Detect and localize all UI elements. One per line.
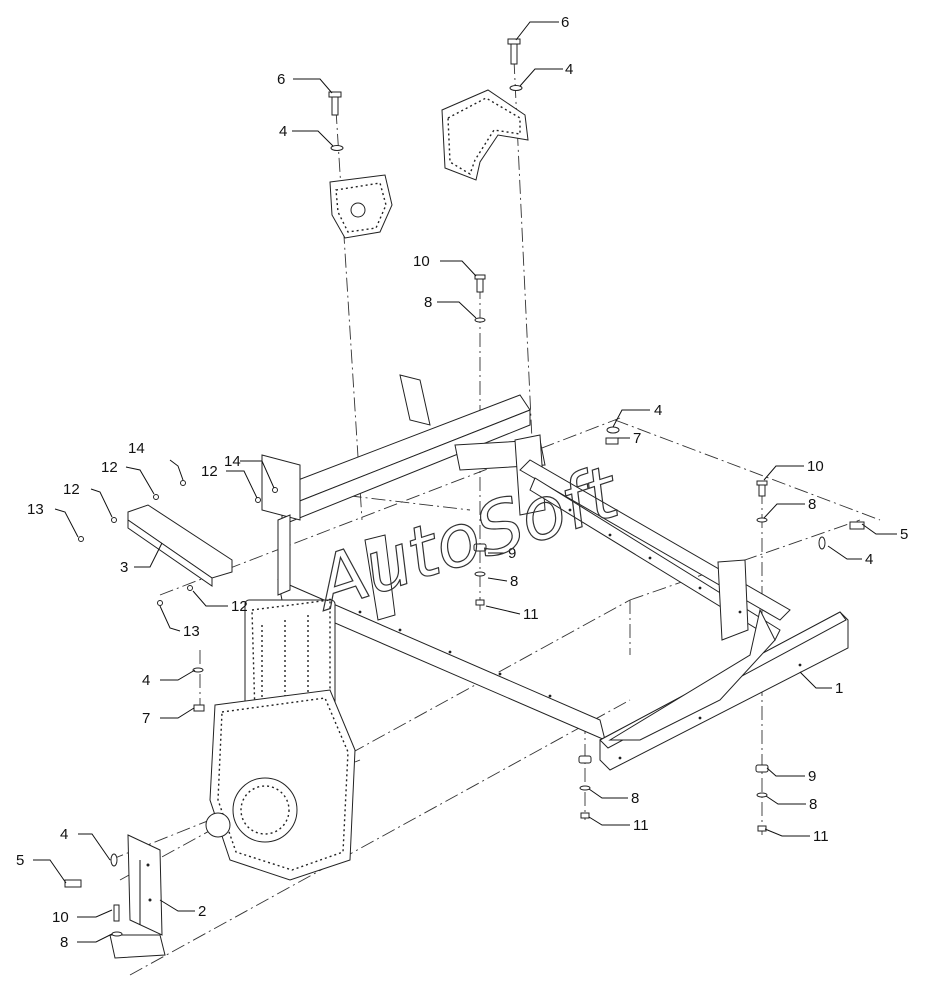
callout-11: 11 <box>633 817 649 834</box>
callout-10: 10 <box>413 253 430 270</box>
callout-4: 4 <box>654 402 662 419</box>
callout-6: 6 <box>277 71 285 88</box>
bracket-part-2 <box>109 834 166 959</box>
callout-3: 3 <box>120 559 128 576</box>
callout-8: 8 <box>808 496 816 513</box>
callout-12: 12 <box>201 463 218 480</box>
callout-8: 8 <box>809 796 817 813</box>
callout-7: 7 <box>633 430 641 447</box>
callout-4: 4 <box>865 551 873 568</box>
callout-5: 5 <box>16 852 24 869</box>
callout-7: 7 <box>142 710 150 727</box>
callout-13: 13 <box>183 623 200 640</box>
frame-part-1 <box>261 374 849 771</box>
callout-13: 13 <box>27 501 44 518</box>
callout-8: 8 <box>60 934 68 951</box>
callout-14: 14 <box>224 453 241 470</box>
upper-mount-right <box>441 89 529 181</box>
callout-8: 8 <box>510 573 518 590</box>
callout-6: 6 <box>561 14 569 31</box>
callout-11: 11 <box>813 828 829 845</box>
callout-9: 9 <box>808 768 816 785</box>
callout-8: 8 <box>631 790 639 807</box>
callout-4: 4 <box>565 61 573 78</box>
callout-10: 10 <box>807 458 824 475</box>
callout-14: 14 <box>128 440 145 457</box>
frame-holes <box>328 508 802 760</box>
callout-8: 8 <box>424 294 432 311</box>
callout-11: 11 <box>523 606 539 623</box>
callout-2: 2 <box>198 903 206 920</box>
callout-9: 9 <box>508 545 516 562</box>
callout-4: 4 <box>279 123 287 140</box>
callout-5: 5 <box>900 526 908 543</box>
callout-10: 10 <box>52 909 69 926</box>
callout-1: 1 <box>835 680 843 697</box>
upper-mount-left <box>329 174 393 239</box>
callout-4: 4 <box>60 826 68 843</box>
callout-4: 4 <box>142 672 150 689</box>
leader-lines <box>33 21 897 943</box>
channel-part-3 <box>127 504 233 587</box>
callout-12: 12 <box>63 481 80 498</box>
gearbox-assembly <box>205 599 356 881</box>
callout-12: 12 <box>231 598 248 615</box>
callout-labels: 6 4 6 4 10 8 4 7 14 12 12 13 14 12 3 12 … <box>16 14 908 951</box>
callout-12: 12 <box>101 459 118 476</box>
